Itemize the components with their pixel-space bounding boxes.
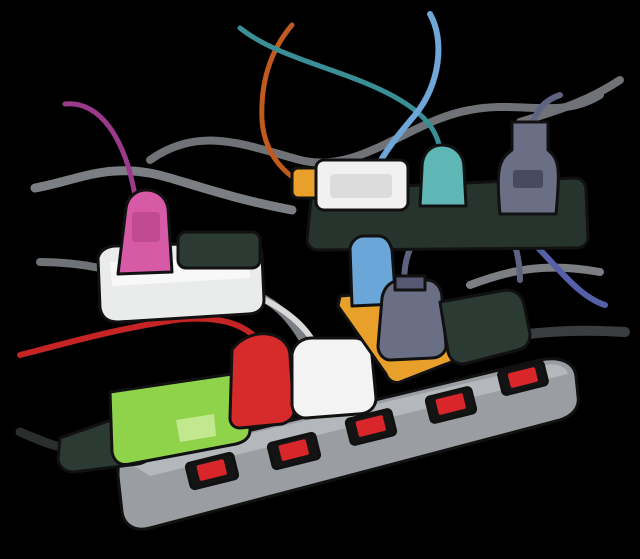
switch-2-rocker[interactable] — [278, 439, 309, 461]
slate-plug-neck — [393, 274, 427, 292]
switch-4-rocker[interactable] — [435, 393, 466, 415]
slate-plug-front — [376, 278, 448, 362]
switch-3-rocker[interactable] — [355, 415, 386, 437]
cable-dark-right — [515, 325, 630, 340]
slate-plug-label — [513, 170, 543, 188]
cable-red — [17, 315, 261, 358]
switch-2[interactable] — [266, 431, 322, 471]
cable-gray-upper — [146, 91, 604, 167]
switch-4[interactable] — [424, 386, 478, 424]
switch-row — [184, 360, 549, 491]
white-power-strip — [96, 188, 266, 324]
white-plug-lower — [290, 336, 378, 420]
cable-gray-left — [30, 166, 297, 215]
green-plug-tab — [176, 414, 216, 442]
cable-orange — [259, 22, 303, 185]
gray-power-strip — [56, 234, 580, 531]
teal-plug — [418, 143, 468, 208]
switch-5[interactable] — [497, 360, 549, 396]
cable-teal — [237, 25, 445, 165]
cable-gray-right — [466, 263, 604, 289]
switch-1[interactable] — [184, 451, 240, 491]
white-plug-top-inner — [330, 174, 392, 198]
switch-1-rocker[interactable] — [196, 459, 227, 481]
switch-3[interactable] — [344, 408, 398, 446]
dark-power-strip — [290, 120, 590, 252]
slate-plug-top — [496, 120, 560, 216]
red-plug — [228, 332, 296, 430]
pink-plug-grip — [132, 212, 160, 242]
cable-gray-left-lower — [36, 258, 104, 272]
black-plug-left — [176, 230, 262, 270]
switch-5-rocker[interactable] — [507, 367, 538, 388]
black-plug-right — [438, 288, 532, 366]
